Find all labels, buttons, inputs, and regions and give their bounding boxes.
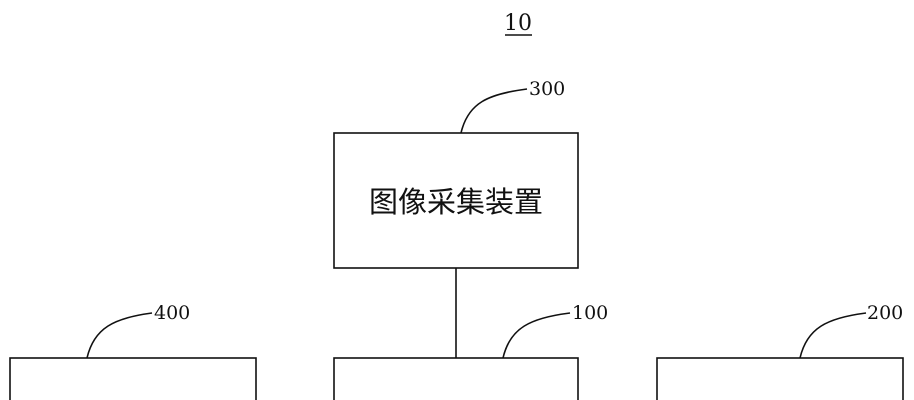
image-capture-ref-number: 300 — [529, 78, 565, 100]
figure-number: 10 — [504, 11, 532, 36]
center-block — [333, 357, 579, 400]
right-leader-line — [799, 312, 867, 359]
image-capture-leader-line — [460, 88, 528, 134]
left-ref-number: 400 — [154, 302, 190, 324]
image-capture-label: 图像采集装置 — [369, 185, 543, 219]
center-ref-number: 100 — [572, 302, 608, 324]
left-block — [9, 357, 257, 400]
right-block — [656, 357, 904, 400]
center-leader-line — [502, 312, 571, 359]
right-ref-number: 200 — [867, 302, 903, 324]
left-leader-line — [86, 312, 153, 359]
